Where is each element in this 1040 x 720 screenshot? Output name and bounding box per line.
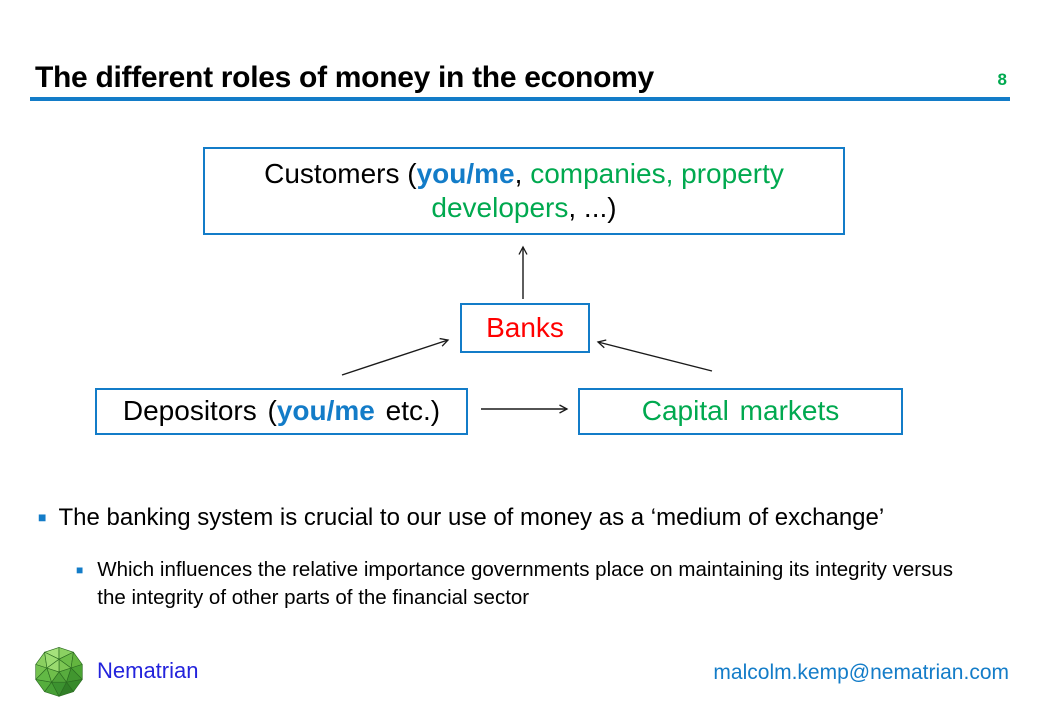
- bullet-sub-text: Which influences the relative importance…: [97, 558, 953, 610]
- arrow-depositors-to-banks: [341, 337, 450, 376]
- arrow-capital-markets-to-banks: [596, 339, 713, 372]
- depositors-box: Depositors (you/me etc.): [95, 388, 468, 435]
- bullet-square-icon: ■: [38, 509, 47, 525]
- customers-box: Customers (you/me, companies, property d…: [203, 147, 845, 235]
- bullet-main-text: The banking system is crucial to our use…: [58, 504, 885, 531]
- nematrian-logo-geodesic-sphere-icon: [35, 647, 83, 697]
- depositors-box-label: Depositors (you/me etc.): [122, 395, 441, 427]
- banks-box: Banks: [460, 303, 590, 353]
- page-title: The different roles of money in the econ…: [35, 61, 654, 94]
- capital-markets-box-label: Capital markets: [641, 395, 840, 427]
- bullet-square-icon: ■: [76, 563, 84, 577]
- page-number: 8: [997, 70, 1007, 89]
- capital-markets-box: Capital markets: [578, 388, 903, 435]
- brand-link[interactable]: Nematrian: [97, 658, 199, 683]
- banks-box-label: Banks: [486, 311, 564, 343]
- email-link[interactable]: malcolm.kemp@nematrian.com: [713, 661, 1009, 684]
- title-rule: [30, 97, 1010, 101]
- customers-box-label: Customers (you/me, companies, property d…: [264, 157, 784, 223]
- bullet-main: ■ The banking system is crucial to our u…: [38, 503, 998, 534]
- bullet-sub: ■ Which influences the relative importan…: [76, 556, 976, 613]
